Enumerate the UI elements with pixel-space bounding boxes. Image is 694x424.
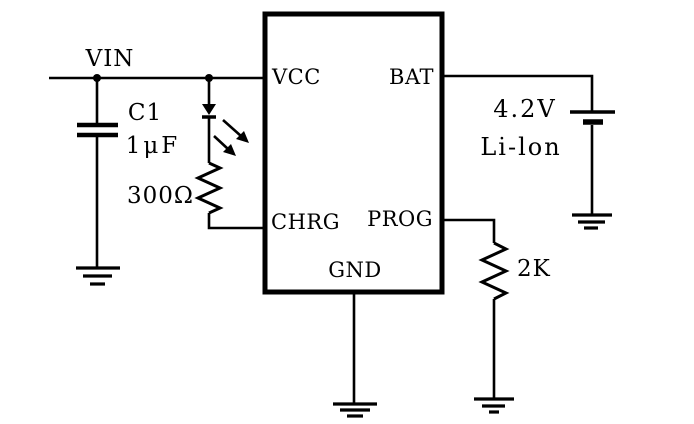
ic-body <box>262 11 445 295</box>
led-light-arrows-icon <box>213 119 249 156</box>
ic-pin-label-gnd: GND <box>328 258 382 282</box>
label-c1-ref: C1 <box>128 100 162 126</box>
resistor-2k-symbol <box>478 241 510 301</box>
ground-symbol-c1 <box>76 266 120 286</box>
label-2k: 2K <box>517 256 551 282</box>
label-battery-voltage: 4.2V <box>493 95 557 123</box>
ground-symbol-battery <box>572 213 612 230</box>
wire-bat-to-battery <box>442 74 594 111</box>
label-c1-value: 1μF <box>126 133 181 159</box>
wire-prog-to-resistor <box>442 218 496 243</box>
resistor-300-symbol <box>194 161 224 215</box>
led-symbol <box>202 104 216 119</box>
label-vin: VIN <box>85 46 135 72</box>
ground-symbol-gnd-pin <box>333 402 377 418</box>
label-300ohm: 300Ω <box>127 183 194 209</box>
label-battery-chemistry: Li-lon <box>480 133 561 161</box>
capacitor-c1-symbol <box>77 122 118 138</box>
led-diode-triangle <box>202 104 216 115</box>
ground-symbol-2k <box>474 397 514 414</box>
wire-resistor-to-chrg <box>207 213 265 230</box>
ic-pin-label-vcc: VCC <box>271 65 321 89</box>
ic-pin-label-bat: BAT <box>389 65 434 89</box>
ic-pin-label-prog: PROG <box>367 207 433 231</box>
battery-symbol <box>570 110 615 125</box>
ic-pin-label-chrg: CHRG <box>271 210 340 234</box>
